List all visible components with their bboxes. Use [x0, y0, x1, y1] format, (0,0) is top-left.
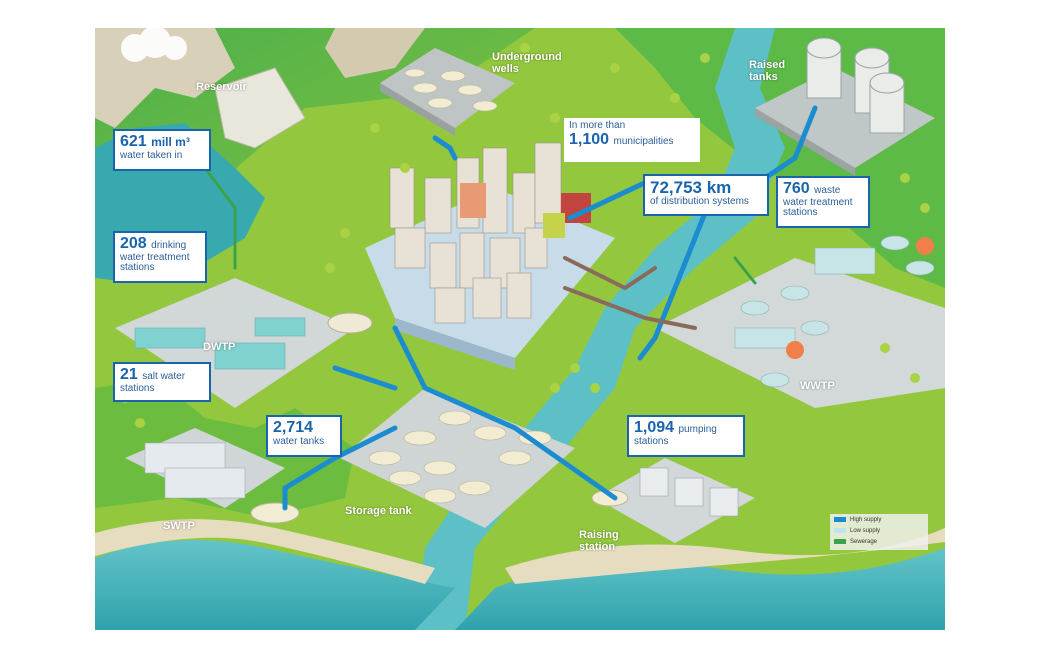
sewer-brown-pipes	[563, 256, 697, 330]
saltwater-inline: salt water	[142, 371, 186, 382]
pumping-inline: pumping	[678, 424, 717, 435]
intake-text: water taken in	[120, 149, 183, 161]
saltwater-callout: 21 salt water stations	[113, 362, 211, 402]
drinking-inline: drinking	[151, 240, 187, 251]
tanks-callout: 2,714 water tanks	[266, 415, 342, 457]
intake-unit: mill m³	[151, 135, 190, 149]
wastewater-text-2: stations	[783, 207, 818, 219]
pumping-text: stations	[634, 435, 669, 447]
reservoir-label: Reservoir	[196, 81, 247, 93]
pumping-value: 1,094	[634, 419, 675, 436]
drinking-text-2: stations	[120, 262, 155, 274]
distribution-text: of distribution systems	[650, 195, 749, 207]
sewerage-pipes	[203, 166, 757, 285]
drinking-callout: 208 drinking water treatment stations	[113, 231, 207, 283]
saltwater-text: stations	[120, 382, 155, 394]
legend-label-low-supply: Low supply	[850, 527, 881, 534]
wastewater-value: 760	[783, 180, 810, 197]
pumping-callout: 1,094 pumping stations	[627, 415, 745, 457]
legend-item-high-supply: High supply	[830, 514, 928, 525]
legend-swatch-high-supply	[834, 517, 846, 522]
legend-label-sewerage: Sewerage	[850, 538, 878, 545]
intake-value: 621	[120, 133, 147, 150]
wastewater-inline: waste	[814, 185, 841, 196]
municipalities-callout: In more than 1,100 municipalities	[564, 118, 700, 162]
legend-label-high-supply: High supply	[850, 516, 882, 523]
landscape-art	[95, 28, 945, 630]
distribution-callout: 72,753 km of distribution systems	[643, 174, 769, 216]
legend: High supply Low supply Sewerage	[830, 514, 928, 550]
legend-item-sewerage: Sewerage	[830, 536, 928, 547]
storage-tank-label: Storage tank	[345, 505, 412, 517]
municipalities-text: municipalities	[613, 135, 674, 147]
legend-item-low-supply: Low supply	[830, 525, 928, 536]
distribution-value: 72,753 km	[650, 178, 732, 197]
wwtp-label: WWTP	[800, 380, 835, 392]
drinking-text-1: water treatment	[120, 251, 190, 263]
intake-callout: 621 mill m³ water taken in	[113, 129, 211, 171]
dwtp-label: DWTP	[203, 341, 236, 353]
drinking-value: 208	[120, 235, 147, 252]
wastewater-text-1: water treatment	[783, 196, 853, 208]
tanks-text: water tanks	[273, 435, 325, 447]
saltwater-value: 21	[120, 366, 138, 383]
legend-swatch-sewerage	[834, 539, 846, 544]
municipalities-prefix: In more than	[569, 120, 626, 131]
swtp-label: SWTP	[163, 520, 195, 532]
municipalities-value: 1,100	[569, 130, 610, 148]
wastewater-callout: 760 waste water treatment stations	[776, 176, 870, 228]
legend-swatch-low-supply	[834, 528, 846, 533]
tanks-value: 2,714	[273, 419, 314, 436]
